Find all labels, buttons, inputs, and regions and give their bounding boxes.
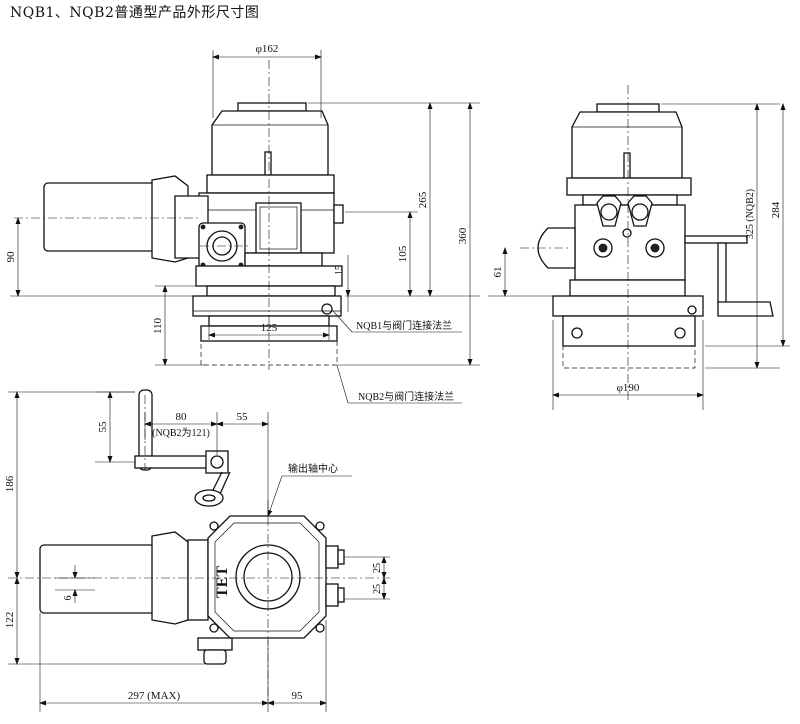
logo-tet: TET bbox=[214, 566, 231, 598]
output-axis-label: 输出轴中心 bbox=[288, 462, 338, 475]
nqb1-flange-label: NQB1与阀门连接法兰 bbox=[356, 319, 452, 332]
dim-90: 90 bbox=[5, 251, 17, 263]
nqb2-flange-label: NQB2与阀门连接法兰 bbox=[358, 390, 454, 403]
dim-55-left: 55 bbox=[97, 421, 109, 433]
dim-122: 122 bbox=[4, 612, 16, 629]
dim-325-nqb2: 325 (NQB2) bbox=[745, 189, 756, 239]
dim-25-b: 25 bbox=[372, 584, 383, 594]
page-title: NQB1、NQB2普通型产品外形尺寸图 bbox=[10, 5, 260, 21]
dim-6: 6 bbox=[63, 596, 74, 601]
dim-80: 80 bbox=[176, 411, 188, 423]
dim-360: 360 bbox=[457, 227, 469, 244]
front-view: φ162 265 360 105 90 15 110 125 bbox=[5, 43, 480, 404]
dim-61: 61 bbox=[492, 267, 504, 278]
dim-105: 105 bbox=[397, 245, 409, 262]
dim-125: 125 bbox=[261, 322, 278, 334]
dim-265: 265 bbox=[417, 191, 429, 208]
dim-297-max: 297 (MAX) bbox=[128, 690, 181, 702]
side-view: 325 (NQB2) 284 61 φ190 bbox=[488, 85, 790, 410]
dim-284: 284 bbox=[770, 201, 782, 218]
dim-80-note: (NQB2为121) bbox=[152, 427, 210, 439]
dim-110: 110 bbox=[152, 317, 164, 334]
dim-55-top: 55 bbox=[237, 411, 249, 423]
dim-phi162: φ162 bbox=[256, 43, 279, 55]
top-view: TET 186 122 55 80 (NQB2为121) 55 bbox=[4, 389, 390, 712]
dim-15: 15 bbox=[334, 265, 345, 275]
dim-phi190: φ190 bbox=[617, 382, 640, 394]
dim-95: 95 bbox=[292, 690, 304, 702]
dim-186: 186 bbox=[4, 475, 16, 492]
dim-25-a: 25 bbox=[372, 563, 383, 573]
